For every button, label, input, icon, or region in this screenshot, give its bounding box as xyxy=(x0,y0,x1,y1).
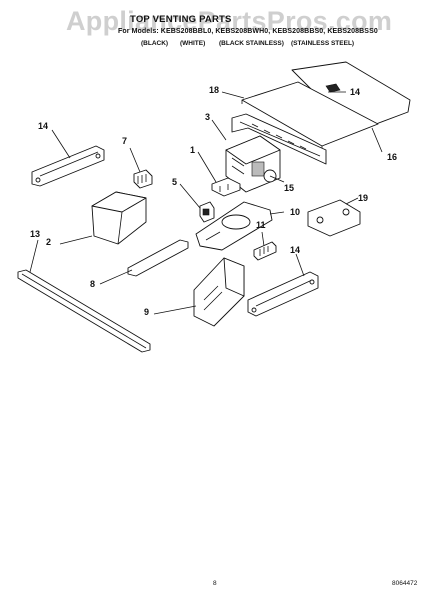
callout-3: 3 xyxy=(205,112,211,122)
page-number: 8 xyxy=(213,580,217,587)
part-14-right-bracket xyxy=(247,271,319,317)
callout-13: 13 xyxy=(30,229,41,239)
callout-1: 1 xyxy=(190,145,196,155)
callout-14-left: 14 xyxy=(38,121,49,131)
callout-8: 8 xyxy=(90,279,96,289)
callout-16: 16 xyxy=(387,152,398,162)
part-7-connector xyxy=(133,169,153,189)
part-3-vent-rail xyxy=(231,113,327,165)
color-label-black-stainless: (BLACK STAINLESS) xyxy=(219,40,284,47)
leader-lines xyxy=(29,91,383,315)
callout-15: 15 xyxy=(284,183,295,193)
part-11-connector-strip xyxy=(253,241,277,261)
callout-19: 19 xyxy=(358,193,369,203)
callout-10: 10 xyxy=(290,207,301,217)
callout-11: 11 xyxy=(256,220,266,230)
part-15-blower-assembly xyxy=(225,135,281,193)
model-numbers: For Models: KEBS208BBL0, KEBS208BWH0, KE… xyxy=(118,28,378,35)
part-10-blower-plate xyxy=(195,201,273,251)
color-label-stainless-steel: (STAINLESS STEEL) xyxy=(291,40,355,47)
part-19-mounting-bracket xyxy=(307,199,361,237)
part-13-rail xyxy=(17,269,151,353)
color-legend: (BLACK) (WHITE) (BLACK STAINLESS) (STAIN… xyxy=(0,40,434,50)
document-code: 8064472 xyxy=(392,580,418,587)
callout-14-right: 14 xyxy=(290,245,301,255)
color-label-white: (WHITE) xyxy=(180,40,206,47)
part-1-terminal-block xyxy=(211,177,241,197)
part-2-duct xyxy=(91,191,147,245)
part-14-left-bracket xyxy=(31,145,105,187)
callout-17: 14 xyxy=(350,87,361,97)
callout-5: 5 xyxy=(172,177,178,187)
callout-18: 18 xyxy=(209,85,220,95)
callout-7: 7 xyxy=(122,136,128,146)
callout-9: 9 xyxy=(144,307,150,317)
callout-2: 2 xyxy=(46,237,52,247)
diagram-title: TOP VENTING PARTS xyxy=(130,14,232,25)
part-8-strip xyxy=(127,239,189,277)
color-label-black: (BLACK) xyxy=(141,40,169,47)
part-9-duct-housing xyxy=(193,257,245,327)
watermark: AppliancePartsPros.com xyxy=(66,6,393,36)
part-5-switch xyxy=(199,201,215,223)
